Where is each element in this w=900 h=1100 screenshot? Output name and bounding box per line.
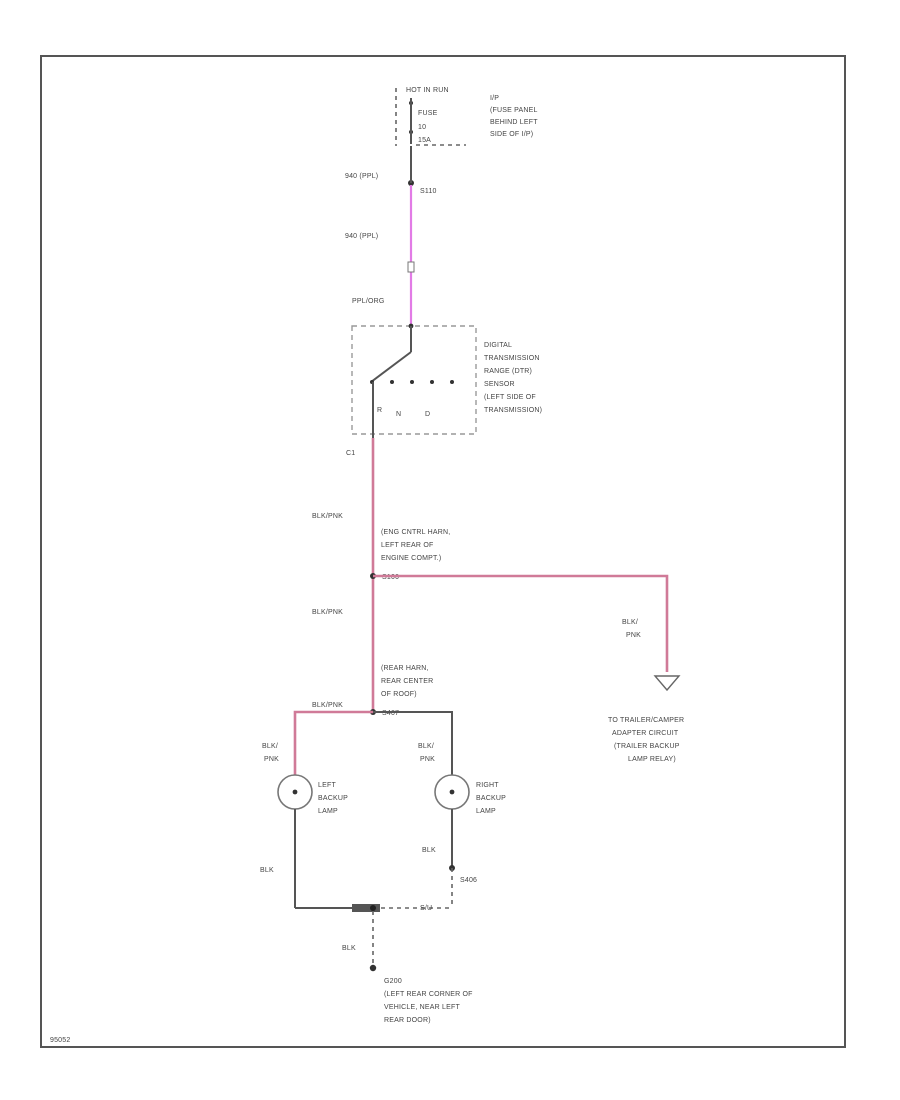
- wire-label-trailer-1: BLK/: [622, 619, 638, 626]
- splice-s110-label: S110: [420, 188, 437, 195]
- dtr-switch-arm: [370, 351, 412, 383]
- right-backup-lamp: BLK/ PNK RIGHT BACKUP LAMP: [418, 743, 506, 815]
- ground-splice-dot: [370, 905, 376, 911]
- wire-label-blk-left: BLK: [260, 867, 274, 874]
- dtr-label-1: DIGITAL: [484, 342, 512, 349]
- left-lamp-label-1: LEFT: [318, 782, 336, 789]
- left-backup-lamp: BLK/ PNK LEFT BACKUP LAMP: [262, 743, 348, 815]
- dtr-pos-d: D: [425, 411, 430, 418]
- fuse-desc-4: SIDE OF I/P): [490, 131, 533, 138]
- wire-label-left-2: PNK: [264, 756, 279, 763]
- wire-label-blk-pnk-b: BLK/PNK: [312, 609, 343, 616]
- trailer-label-4: LAMP RELAY): [628, 756, 676, 763]
- harness2-line-1: (REAR HARN,: [381, 665, 429, 672]
- right-lamp-label-2: BACKUP: [476, 795, 506, 802]
- splice-s407-label: S407: [382, 710, 399, 717]
- dtr-pos-r: R: [377, 407, 382, 414]
- wire-label-940-b: 940 (PPL): [345, 233, 378, 240]
- wire-label-blk-right: BLK: [422, 847, 436, 854]
- dtr-label-4: SENSOR: [484, 381, 515, 388]
- fuse-block: HOT IN RUN FUSE 10 15A I/P (FUSE PANEL B…: [395, 87, 538, 146]
- dtr-label-5: (LEFT SIDE OF: [484, 394, 536, 401]
- ground-label-1: G200: [384, 978, 402, 985]
- wire-label-left-1: BLK/: [262, 743, 278, 750]
- splice-s106-label: S106: [382, 574, 399, 581]
- dtr-contact-3: [430, 380, 434, 384]
- left-lamp-filament: [292, 789, 298, 795]
- wire-label-ppl-org: PPL/ORG: [352, 298, 385, 305]
- ground-split-label: S/U: [420, 905, 432, 912]
- connector-c1-label: C1: [346, 450, 355, 457]
- right-lamp-filament: [449, 789, 455, 795]
- wire-label-right-1: BLK/: [418, 743, 434, 750]
- wire-label-blk-ground: BLK: [342, 945, 356, 952]
- ground-splice-block: [352, 904, 380, 912]
- dtr-contact-1: [390, 380, 394, 384]
- dtr-sensor-box: [351, 325, 477, 435]
- dtr-contact-2: [410, 380, 414, 384]
- right-lamp-label-3: LAMP: [476, 808, 496, 815]
- dtr-label-2: TRANSMISSION: [484, 355, 540, 362]
- ground-g200-icon: [369, 964, 377, 972]
- trailer-label-1: TO TRAILER/CAMPER: [608, 717, 684, 724]
- dtr-pos-n: N: [396, 411, 401, 418]
- ground-label-2: (LEFT REAR CORNER OF: [384, 991, 473, 998]
- fuse-label-3: 15A: [418, 137, 431, 144]
- splice-s406-label: S406: [460, 877, 477, 884]
- fuse-label-2: 10: [418, 124, 426, 131]
- wire-label-right-2: PNK: [420, 756, 435, 763]
- harness2-line-3: OF ROOF): [381, 691, 417, 698]
- wire-label-blk-pnk-a: BLK/PNK: [312, 513, 343, 520]
- inline-connector: [407, 261, 415, 273]
- harness1-line-2: LEFT REAR OF: [381, 542, 433, 549]
- harness2-line-2: REAR CENTER: [381, 678, 433, 685]
- harness1-line-3: ENGINE COMPT.): [381, 555, 441, 562]
- diagram-frame: [40, 55, 846, 1048]
- fuse-desc-1: I/P: [490, 95, 499, 102]
- fuse-hot-label: HOT IN RUN: [406, 87, 449, 94]
- ground-label-4: REAR DOOR): [384, 1017, 431, 1024]
- fuse-label-1: FUSE: [418, 110, 438, 117]
- dtr-label-6: TRANSMISSION): [484, 407, 542, 414]
- left-lamp-label-3: LAMP: [318, 808, 338, 815]
- fuse-desc-3: BEHIND LEFT: [490, 119, 538, 126]
- dtr-contact-4: [450, 380, 454, 384]
- harness1-line-1: (ENG CNTRL HARN,: [381, 529, 450, 536]
- right-lamp-label-1: RIGHT: [476, 782, 499, 789]
- fuse-desc-2: (FUSE PANEL: [490, 107, 538, 114]
- left-lamp-label-2: BACKUP: [318, 795, 348, 802]
- figure-id: 95052: [50, 1037, 70, 1044]
- wire-label-940-a: 940 (PPL): [345, 173, 378, 180]
- right-lamp-feed-wire: [373, 711, 453, 775]
- trailer-label-3: (TRAILER BACKUP: [614, 743, 680, 750]
- trailer-connector-arrow: [653, 675, 681, 692]
- left-lamp-feed-wire: [293, 710, 373, 775]
- dtr-label-3: RANGE (DTR): [484, 368, 532, 375]
- trailer-branch-wire: [373, 574, 669, 672]
- ground-label-3: VEHICLE, NEAR LEFT: [384, 1004, 460, 1011]
- wire-label-trailer-2: PNK: [626, 632, 641, 639]
- dtr-sensor: R N D DIGITAL TRANSMISSION RANGE (DTR) S…: [351, 323, 542, 438]
- trailer-label-2: ADAPTER CIRCUIT: [612, 730, 679, 737]
- wire-label-blk-pnk-c: BLK/PNK: [312, 702, 343, 709]
